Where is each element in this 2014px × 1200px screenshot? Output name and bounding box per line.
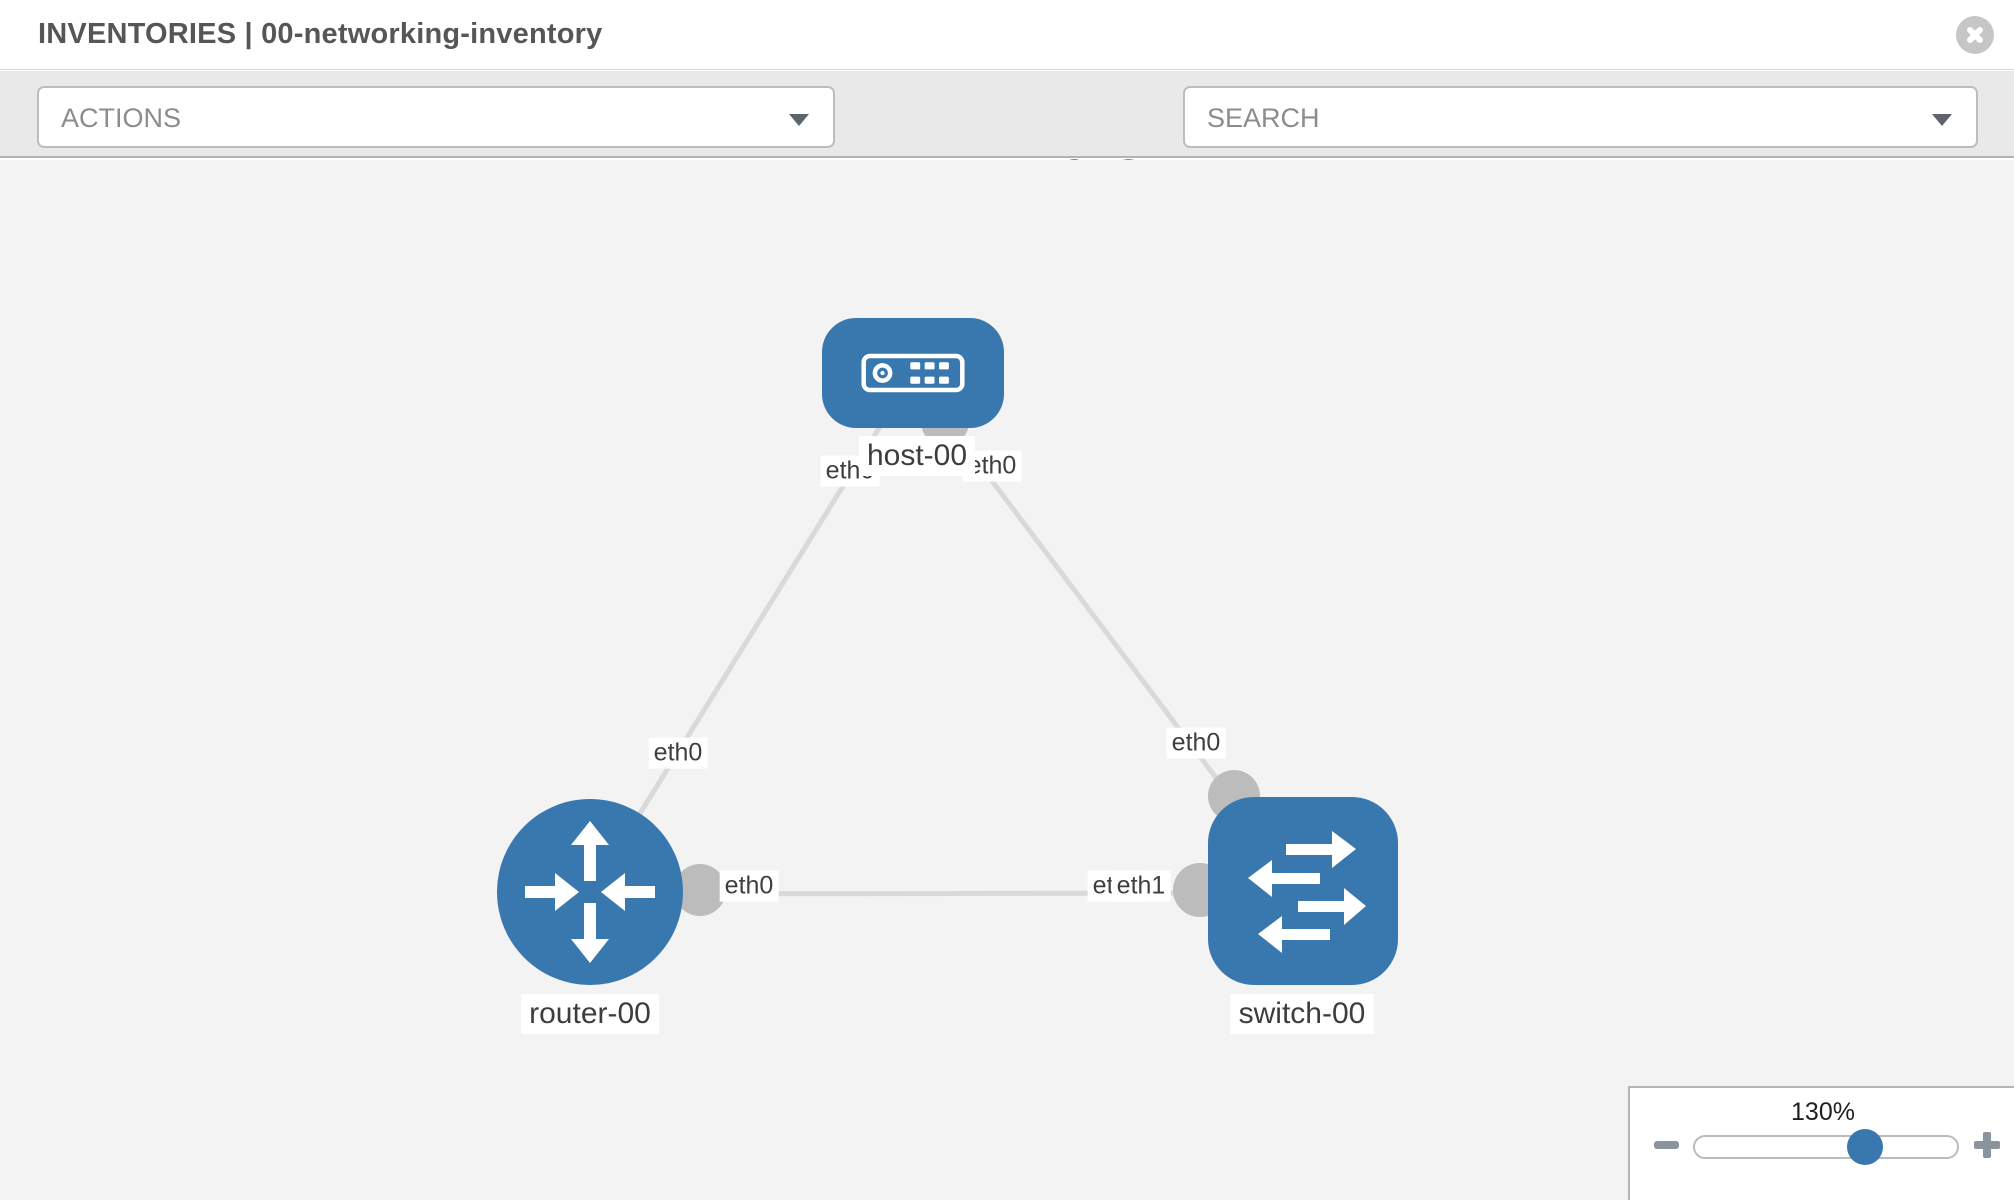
page-title: INVENTORIES | 00-networking-inventory xyxy=(38,18,603,50)
interface-label: eth0 xyxy=(719,870,779,902)
host-icon xyxy=(861,353,965,393)
interface-label: eth1 xyxy=(1111,870,1171,902)
interface-label: eth0 xyxy=(648,737,708,769)
router-icon xyxy=(525,821,655,963)
node-switch-00[interactable] xyxy=(1208,797,1398,985)
node-label-host: host-00 xyxy=(858,436,976,476)
chevron-down-icon xyxy=(789,114,809,126)
toolbar: ACTIONS SEARCH xyxy=(0,71,2014,208)
search-dropdown-label: SEARCH xyxy=(1207,103,1320,133)
switch-icon xyxy=(1248,831,1366,953)
node-label-router: router-00 xyxy=(521,994,659,1034)
zoom-slider[interactable] xyxy=(1693,1135,1959,1159)
node-label-switch: switch-00 xyxy=(1230,994,1374,1034)
zoom-panel: 130% xyxy=(1628,1086,2014,1200)
topology-canvas[interactable]: host-00 router-00 switch-00 eth0 eth0 et… xyxy=(0,160,2014,1200)
zoom-slider-knob[interactable] xyxy=(1847,1129,1883,1165)
actions-dropdown[interactable]: ACTIONS xyxy=(37,86,835,148)
zoom-in-button[interactable] xyxy=(1974,1132,2000,1158)
node-host-00[interactable] xyxy=(822,318,1004,428)
zoom-out-button[interactable] xyxy=(1654,1141,1679,1149)
links-layer xyxy=(587,373,1305,897)
interface-label: eth0 xyxy=(1166,727,1226,759)
search-dropdown[interactable]: SEARCH xyxy=(1183,86,1978,148)
chevron-down-icon xyxy=(1932,114,1952,126)
close-button[interactable] xyxy=(1956,16,1994,54)
window-header: INVENTORIES | 00-networking-inventory xyxy=(0,0,2014,70)
zoom-level-label: 130% xyxy=(1791,1098,1855,1126)
actions-dropdown-label: ACTIONS xyxy=(61,103,182,133)
node-router-00[interactable] xyxy=(497,799,683,985)
